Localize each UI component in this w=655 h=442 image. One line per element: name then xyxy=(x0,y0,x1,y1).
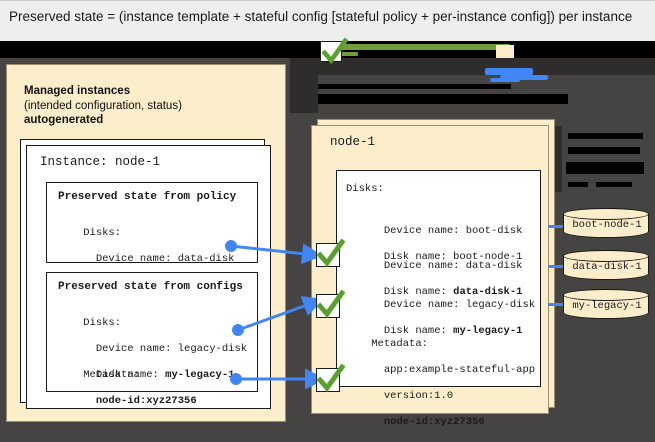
highlight-green-tail xyxy=(336,52,358,56)
title-line-1: Managed instances xyxy=(24,85,131,97)
node-label: node-1 xyxy=(330,135,376,149)
title-line-3: autogenerated xyxy=(24,114,104,126)
check-icon xyxy=(316,364,345,393)
node-metadata-heading: Metadata: xyxy=(371,338,428,350)
diagram-root: Preserved state = (instance template + s… xyxy=(0,0,655,428)
node-data-disk-name-prefix: Disk name: xyxy=(371,286,454,298)
highlight-green-bar xyxy=(336,44,510,50)
tan-chip-top xyxy=(496,45,514,62)
disk-top-ellipse xyxy=(563,289,649,301)
node-disks-heading: Disks: xyxy=(346,183,384,195)
node-boot-disk-name: Disk name: boot-node-1 xyxy=(371,251,523,263)
redaction-bar-1 xyxy=(0,41,300,58)
check-badge-top-obscured xyxy=(320,38,348,65)
node-data-disk-name-value: data-disk-1 xyxy=(453,286,523,298)
node-legacy-disk-block: Device name: legacy-disk Disk name: my-l… xyxy=(346,286,535,351)
blue-scribble-1 xyxy=(485,68,533,75)
policy-device-name: Device name: data-disk xyxy=(83,253,235,265)
check-icon xyxy=(316,290,345,319)
title-line-2: (intended configuration, status) xyxy=(24,99,182,112)
configs-metadata-heading: Metadata: xyxy=(83,369,140,381)
redaction-block-1 xyxy=(290,58,655,75)
disk-connector-boot xyxy=(548,225,564,228)
check-icon xyxy=(321,38,348,65)
connector-policy-to-data-disk xyxy=(230,243,323,265)
redaction-bar-7 xyxy=(318,94,568,104)
policy-card-heading: Preserved state from policy xyxy=(58,191,237,203)
disk-top-ellipse xyxy=(563,250,649,262)
blue-scribble-3 xyxy=(490,78,520,82)
managed-instances-title: Managed instances (intended configuratio… xyxy=(24,84,274,128)
disk-cylinder-legacy: my-legacy-1 xyxy=(563,289,649,319)
redaction-bar-4 xyxy=(527,50,583,54)
node-data-disk-block: Device name: data-disk Disk name: data-d… xyxy=(346,247,523,312)
node-metadata-app: app:example-stateful-app xyxy=(371,364,536,376)
configs-disk-name-prefix: Disk name: xyxy=(83,369,166,381)
redaction-bar-12 xyxy=(596,182,632,187)
check-badge-data-disk xyxy=(316,239,345,268)
preserved-state-policy-card xyxy=(46,182,258,263)
check-badge-metadata xyxy=(316,364,345,393)
connector-dot-policy xyxy=(225,240,237,252)
redaction-bar-9 xyxy=(568,147,640,154)
connector-config-to-legacy-disk xyxy=(237,296,324,332)
node-data-device-name: Device name: data-disk xyxy=(371,260,523,272)
caption-text: Preserved state = (instance template + s… xyxy=(9,9,633,24)
redaction-bar-8 xyxy=(568,133,643,139)
node-metadata-nodeid: node-id:xyz27356 xyxy=(371,416,485,428)
configs-metadata-nodeid: node-id:xyz27356 xyxy=(83,395,197,407)
policy-disks-heading: Disks: xyxy=(83,227,122,239)
node-legacy-disk-name-prefix: Disk name: xyxy=(371,325,454,337)
redaction-bar-10 xyxy=(566,162,644,174)
connector-dot-legacy xyxy=(232,324,244,336)
connector-dot-metadata xyxy=(230,373,242,385)
node-legacy-device-name: Device name: legacy-disk xyxy=(371,299,536,311)
node-boot-disk-block: Device name: boot-disk Disk name: boot-n… xyxy=(346,212,523,277)
redaction-bar-11 xyxy=(568,182,588,187)
disk-label: my-legacy-1 xyxy=(572,300,642,312)
connector-lines xyxy=(225,240,326,390)
disk-label: boot-node-1 xyxy=(572,219,642,231)
disk-top-ellipse xyxy=(563,208,649,220)
instance-label: Instance: node-1 xyxy=(40,155,161,169)
node-metadata-block: Metadata: app:example-stateful-app versi… xyxy=(346,325,535,442)
preserved-state-configs-card xyxy=(46,272,258,392)
disk-cylinder-data: data-disk-1 xyxy=(563,250,649,280)
disk-label: data-disk-1 xyxy=(572,261,642,273)
disk-connector-data xyxy=(548,265,564,268)
configs-disk-name-value: my-legacy-1 xyxy=(165,369,235,381)
configs-device-name: Device name: legacy-disk xyxy=(83,343,248,355)
redaction-block-3 xyxy=(555,126,562,192)
disk-cylinder-boot: boot-node-1 xyxy=(563,208,649,238)
configs-card-body: Disks: Device name: legacy-disk Disk nam… xyxy=(58,304,247,395)
node-legacy-disk-name-value: my-legacy-1 xyxy=(453,325,523,337)
check-badge-legacy-disk xyxy=(316,290,345,319)
check-icon xyxy=(316,239,345,268)
redaction-bar-6 xyxy=(318,84,511,89)
configs-metadata-block: Metadata: node-id:xyz27356 xyxy=(58,356,197,421)
blue-scribble-2 xyxy=(500,75,548,80)
caption-bar: Preserved state = (instance template + s… xyxy=(0,0,655,41)
configs-card-heading: Preserved state from configs xyxy=(58,281,243,293)
node-boot-device-name: Device name: boot-disk xyxy=(371,225,523,237)
node-detail-card xyxy=(336,170,541,387)
configs-disks-heading: Disks: xyxy=(83,317,122,329)
caption-divider xyxy=(0,0,655,1)
node-metadata-version: version:1.0 xyxy=(371,390,454,402)
disk-connector-legacy xyxy=(548,303,564,306)
redaction-block-2 xyxy=(290,75,318,113)
